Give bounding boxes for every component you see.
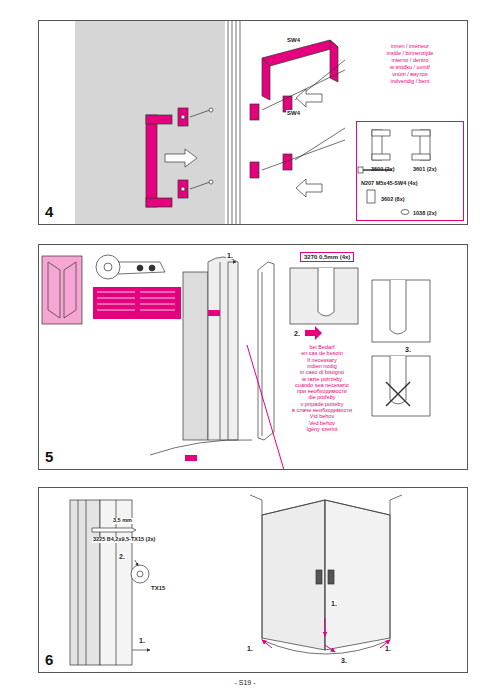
part-number: 1038 (2x) [413, 210, 437, 216]
callout-label: 1. [330, 600, 338, 607]
handle-figure [75, 21, 430, 224]
parts-box: 3600 (2x) 3601 (2x) N207 M5x45-SW4 (4x) 360… [356, 121, 464, 221]
note-text: in caso di bisogno [299, 370, 345, 376]
note-text: w razie potrzeby [301, 377, 343, 383]
part-number: N207 M5x45-SW4 (4x) [361, 180, 418, 186]
note-text: interno / dentro [391, 58, 430, 64]
step-panel: 5 [38, 244, 468, 470]
note-text: cuando sea necesario [294, 383, 350, 389]
note-text: Ved behov [308, 421, 336, 427]
callout-label: 3225 B4,2x9,5-TX15 (2x) [92, 537, 156, 543]
note-text: indvendig / bent [390, 79, 431, 85]
callout-label: 1. [384, 645, 392, 652]
callout-label: SW4 [286, 37, 301, 43]
part-number: 3602 (8x) [381, 196, 405, 202]
callout-label: 3270 0,5mm (4x) [300, 252, 354, 262]
note-text: bei Bedarf [308, 345, 335, 351]
callout-label: SW4 [286, 110, 301, 116]
note-text: die potřeby [307, 395, 336, 401]
step-number: 6 [45, 651, 53, 668]
note-text: v prípade potreby [300, 402, 345, 408]
callout-label: 3. [340, 657, 348, 664]
callout-label: 1. [226, 252, 234, 259]
hinge-figure [42, 255, 430, 470]
part-number: 3600 (2x) [371, 166, 395, 172]
note-text: в слаче необходимости [291, 408, 353, 414]
note-text: en cas de besoin [300, 351, 344, 357]
note-text: vnútri / внутри [391, 72, 428, 78]
note-text: Igény szerint [305, 427, 338, 433]
step-number: 5 [45, 448, 53, 465]
note-text: indien nodig [306, 364, 338, 370]
note-text: if necessary [306, 358, 337, 364]
note-text: innen / intérieur [390, 44, 430, 50]
note-text: при необходимости [296, 389, 348, 395]
note-text: w środku / uvnitř [389, 65, 431, 71]
callout-label: 3,5 mm [112, 518, 133, 524]
mounting-figure [70, 495, 402, 665]
part-number: 3601 (2x) [413, 166, 437, 172]
note-text: inside / binnenzijde [386, 51, 435, 57]
callout-label: TX15 [150, 585, 166, 591]
note-text: Vid behov [309, 414, 335, 420]
callout-label: 1. [246, 645, 254, 652]
callout-label: 1. [138, 637, 146, 644]
callout-label: - S19 - [233, 679, 256, 686]
callout-label: 2. [293, 330, 301, 337]
step-number: 4 [45, 203, 53, 220]
callout-label: 3. [404, 346, 412, 353]
callout-label: 2. [118, 553, 126, 560]
